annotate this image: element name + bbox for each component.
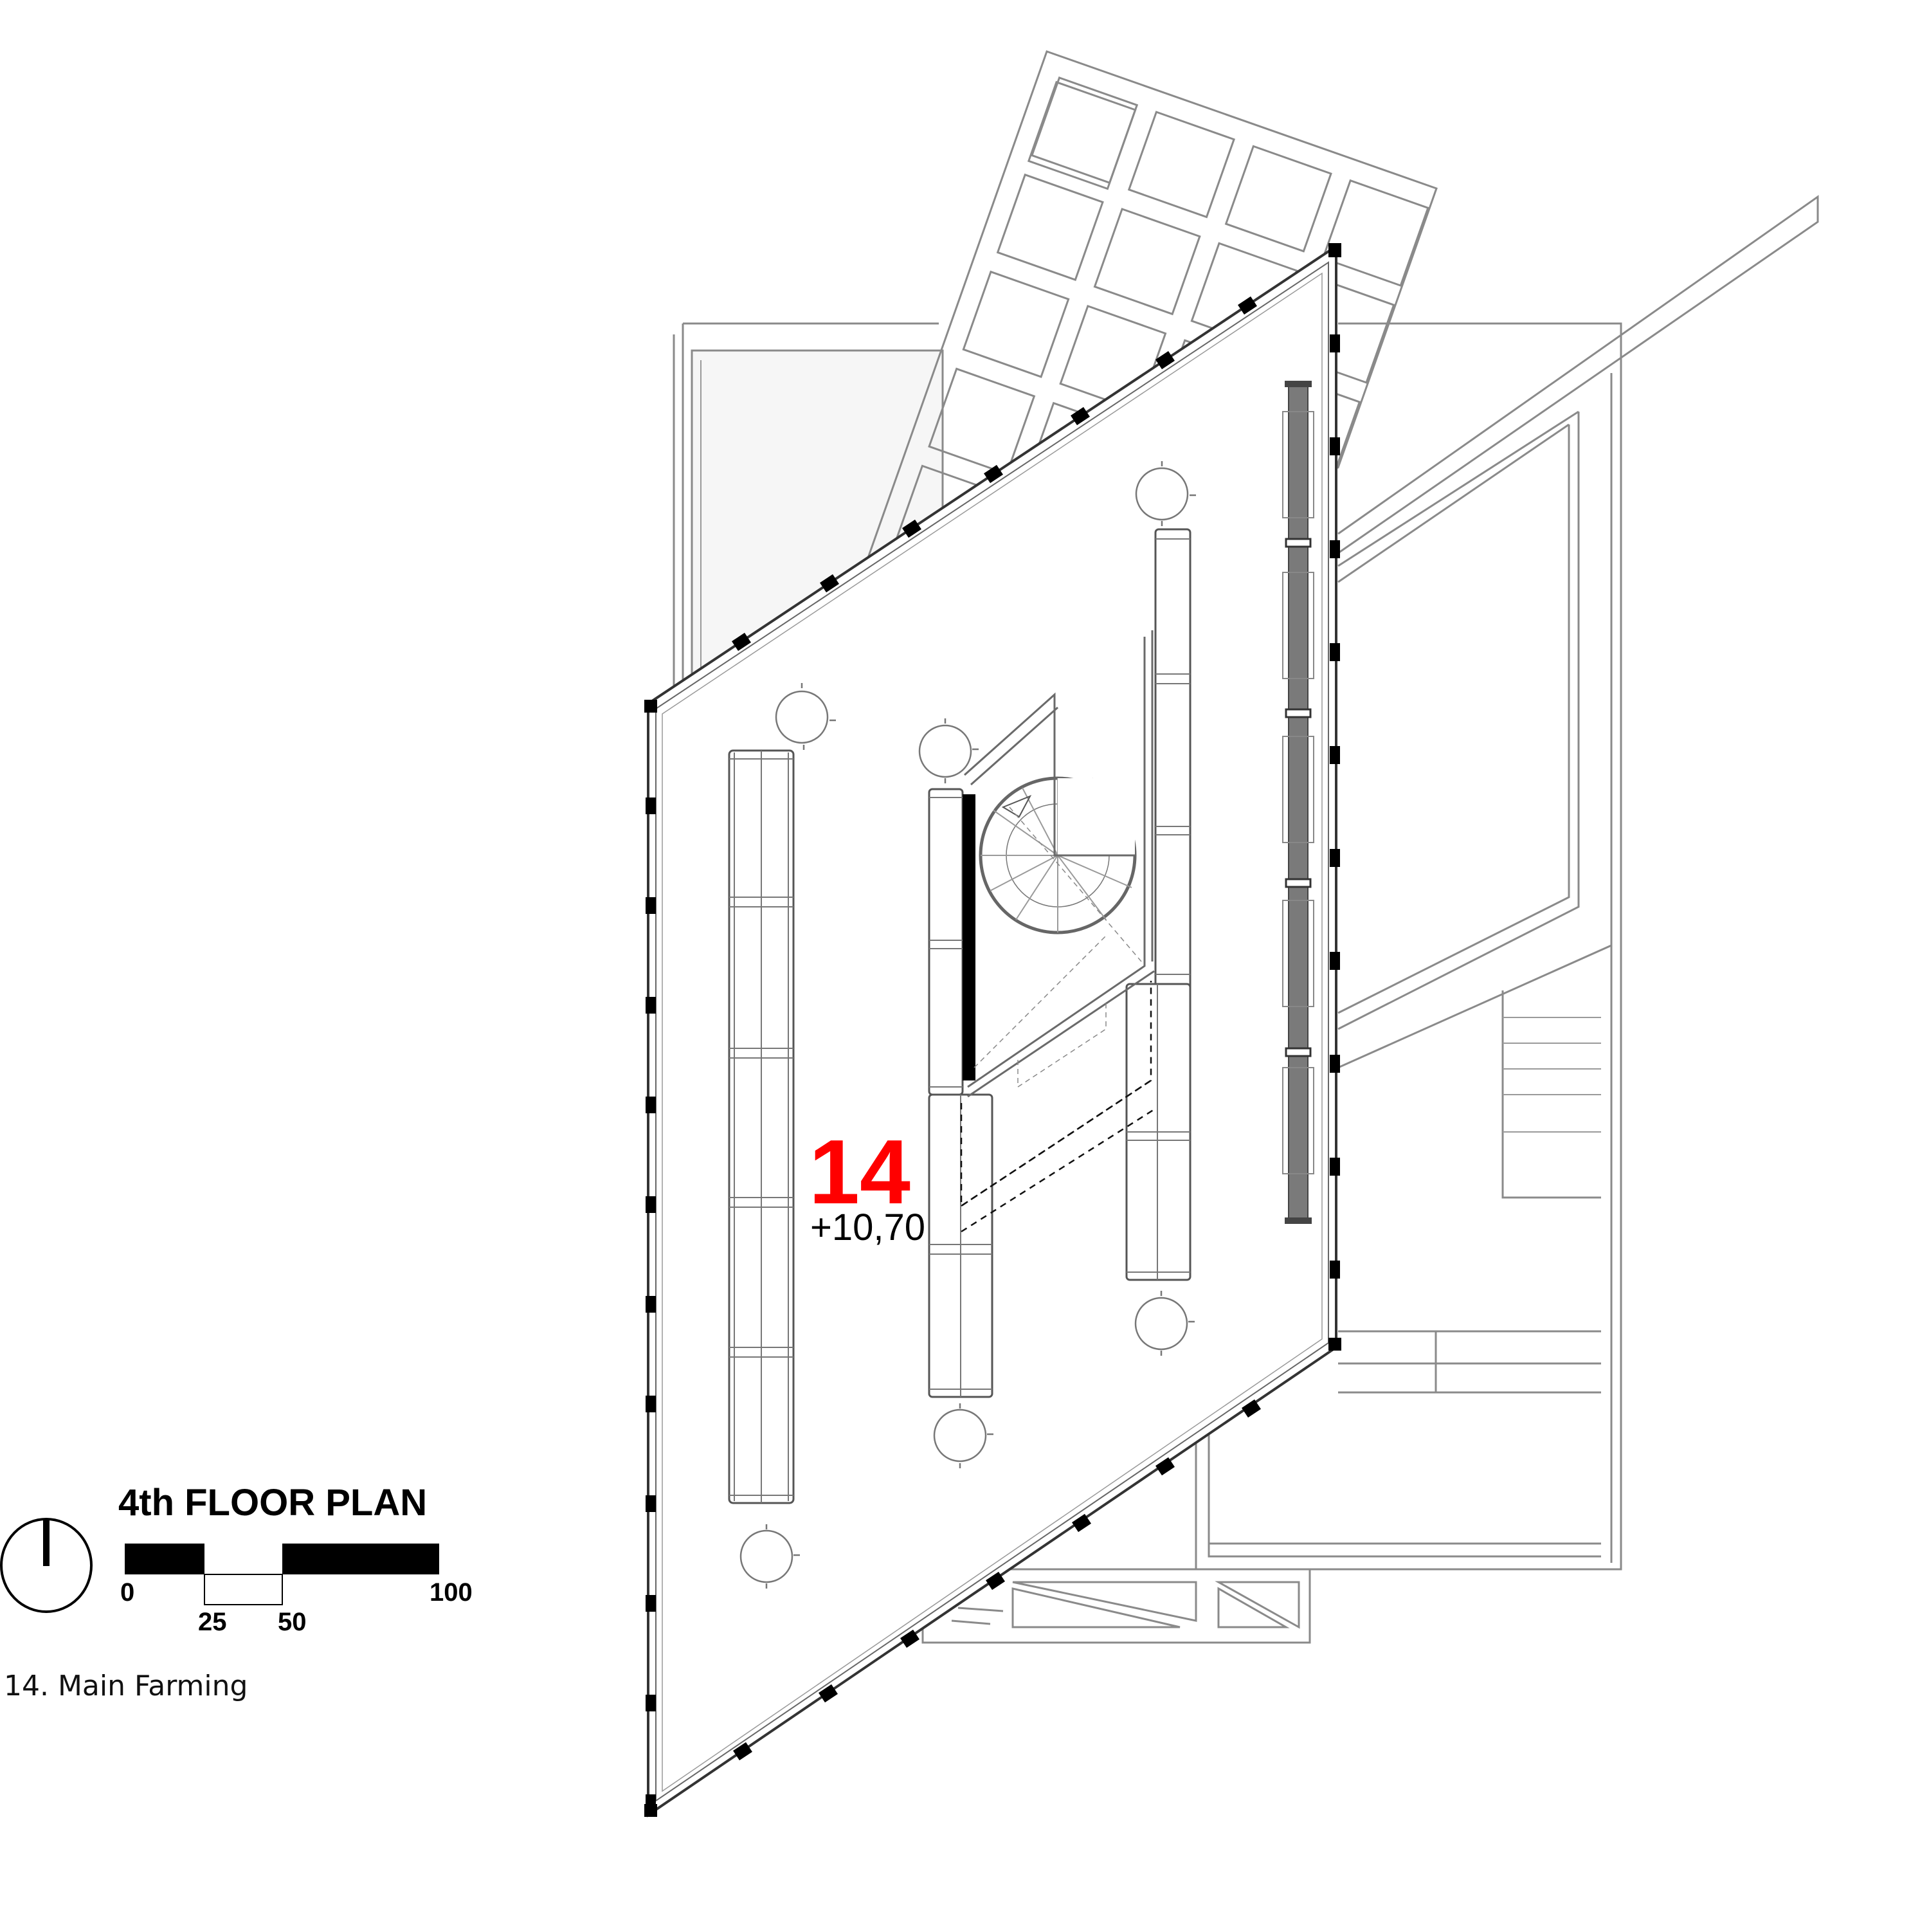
right-building-outline (1183, 195, 1819, 1571)
legend-item-main-farming: 14. Main Farming (4, 1670, 248, 1702)
tree-icon (775, 683, 836, 750)
room-number-label: 14 (809, 1121, 910, 1223)
scale-tick-0: 0 (120, 1578, 135, 1607)
planter-column-middle (928, 788, 993, 1398)
scale-tick-50: 50 (278, 1608, 307, 1636)
tree-icon (739, 1524, 800, 1589)
scale-tick-25: 25 (198, 1608, 227, 1636)
tree-icon (1135, 461, 1196, 526)
scale-tick-100: 100 (430, 1578, 473, 1607)
tree-icon (918, 718, 979, 783)
plan-title: 4th FLOOR PLAN (118, 1482, 428, 1524)
facade-mullions (644, 243, 1341, 1817)
scale-bar (125, 1544, 439, 1605)
tree-icon (933, 1403, 993, 1468)
spiral-stair (960, 630, 1155, 1233)
floor-level-label: +10,70 (810, 1207, 926, 1248)
vertical-vine-column (1282, 381, 1314, 1224)
tree-icon (1134, 1291, 1195, 1356)
black-wall (963, 794, 975, 1080)
trees (739, 461, 1196, 1589)
north-arrow-icon (0, 1518, 93, 1613)
planter-column-right (1125, 528, 1191, 1281)
planter-column-left (728, 749, 795, 1504)
